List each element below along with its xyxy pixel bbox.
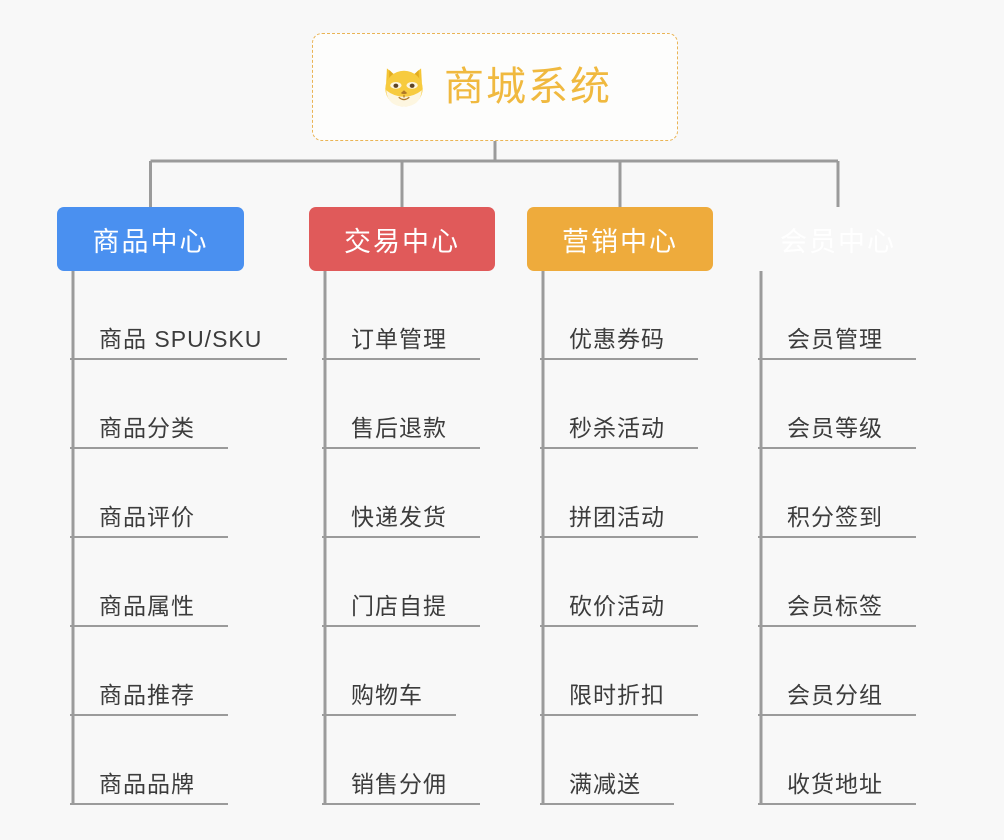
leaf-item[interactable]: 购物车: [309, 627, 495, 716]
leaf-label: 会员标签: [787, 593, 883, 619]
leaf-underline: [322, 358, 480, 360]
leaf-label: 满减送: [569, 771, 641, 797]
leaf-underline: [322, 536, 480, 538]
leaf-label: 商品属性: [99, 593, 195, 619]
leaf-underline: [70, 447, 228, 449]
leaf-label: 商品推荐: [99, 682, 195, 708]
leaf-item[interactable]: 秒杀活动: [527, 360, 713, 449]
leaf-item[interactable]: 售后退款: [309, 360, 495, 449]
leaf-underline: [70, 358, 287, 360]
leaf-underline: [70, 536, 228, 538]
leaf-underline: [540, 625, 698, 627]
leaf-label: 限时折扣: [569, 682, 665, 708]
leaf-underline: [322, 803, 480, 805]
leaf-label: 优惠券码: [569, 326, 665, 352]
branch-header-3[interactable]: 营销中心: [527, 207, 713, 271]
leaf-underline: [758, 625, 916, 627]
branch-column-4: 会员中心会员管理会员等级积分签到会员标签会员分组收货地址: [745, 207, 931, 805]
leaf-item[interactable]: 会员管理: [745, 271, 931, 360]
branch-header-4[interactable]: 会员中心: [780, 226, 896, 257]
leaf-label: 销售分佣: [351, 771, 447, 797]
leaf-underline: [540, 358, 698, 360]
branch-column-3: 营销中心优惠券码秒杀活动拼团活动砍价活动限时折扣满减送: [527, 207, 713, 805]
root-node[interactable]: 商城系统: [312, 33, 678, 141]
leaf-item[interactable]: 商品 SPU/SKU: [57, 271, 287, 360]
branch-column-2: 交易中心订单管理售后退款快递发货门店自提购物车销售分佣: [309, 207, 495, 805]
leaf-underline: [758, 358, 916, 360]
leaf-underline: [322, 447, 480, 449]
leaf-item[interactable]: 快递发货: [309, 449, 495, 538]
leaf-label: 商品评价: [99, 504, 195, 530]
leaf-item[interactable]: 限时折扣: [527, 627, 713, 716]
leaf-label: 商品品牌: [99, 771, 195, 797]
leaf-label: 砍价活动: [569, 593, 665, 619]
leaf-label: 快递发货: [351, 504, 447, 530]
leaf-underline: [322, 625, 480, 627]
leaf-label: 会员管理: [787, 326, 883, 352]
leaf-item[interactable]: 商品属性: [57, 538, 244, 627]
leaf-item[interactable]: 积分签到: [745, 449, 931, 538]
leaf-underline: [70, 803, 228, 805]
leaf-underline: [70, 625, 228, 627]
leaf-label: 拼团活动: [569, 504, 665, 530]
leaf-item[interactable]: 商品分类: [57, 360, 244, 449]
leaf-underline: [758, 536, 916, 538]
leaf-label: 会员等级: [787, 415, 883, 441]
leaf-list: 订单管理售后退款快递发货门店自提购物车销售分佣: [309, 271, 495, 805]
leaf-label: 秒杀活动: [569, 415, 665, 441]
shiba-dog-face-icon: [385, 68, 423, 107]
leaf-underline: [758, 447, 916, 449]
leaf-underline: [540, 447, 698, 449]
leaf-underline: [540, 714, 698, 716]
leaf-label: 门店自提: [351, 593, 447, 619]
leaf-underline: [758, 803, 916, 805]
leaf-underline: [540, 536, 698, 538]
leaf-list: 会员管理会员等级积分签到会员标签会员分组收货地址: [745, 271, 931, 805]
leaf-label: 会员分组: [787, 682, 883, 708]
leaf-item[interactable]: 砍价活动: [527, 538, 713, 627]
leaf-label: 购物车: [351, 682, 423, 708]
leaf-item[interactable]: 订单管理: [309, 271, 495, 360]
leaf-label: 售后退款: [351, 415, 447, 441]
leaf-underline: [322, 714, 456, 716]
leaf-item[interactable]: 商品品牌: [57, 716, 244, 805]
branch-header-1[interactable]: 商品中心: [57, 207, 244, 271]
leaf-item[interactable]: 商品推荐: [57, 627, 244, 716]
leaf-item[interactable]: 会员标签: [745, 538, 931, 627]
leaf-item[interactable]: 商品评价: [57, 449, 244, 538]
leaf-underline: [758, 714, 916, 716]
leaf-label: 订单管理: [351, 326, 447, 352]
leaf-item[interactable]: 收货地址: [745, 716, 931, 805]
leaf-list: 优惠券码秒杀活动拼团活动砍价活动限时折扣满减送: [527, 271, 713, 805]
leaf-item[interactable]: 优惠券码: [527, 271, 713, 360]
root-title: 商城系统: [444, 65, 612, 109]
branch-column-1: 商品中心商品 SPU/SKU 商品分类商品评价商品属性商品推荐商品品牌: [57, 207, 287, 805]
leaf-label: 商品 SPU/SKU: [99, 326, 263, 352]
leaf-item[interactable]: 满减送: [527, 716, 713, 805]
branch-header-2[interactable]: 交易中心: [309, 207, 495, 271]
leaf-underline: [540, 803, 674, 805]
leaf-underline: [70, 714, 228, 716]
leaf-list: 商品 SPU/SKU 商品分类商品评价商品属性商品推荐商品品牌: [57, 271, 287, 805]
leaf-label: 积分签到: [787, 504, 883, 530]
leaf-label: 收货地址: [787, 771, 883, 797]
leaf-label: 商品分类: [99, 415, 195, 441]
leaf-item[interactable]: 门店自提: [309, 538, 495, 627]
leaf-item[interactable]: 销售分佣: [309, 716, 495, 805]
leaf-item[interactable]: 拼团活动: [527, 449, 713, 538]
leaf-item[interactable]: 会员分组: [745, 627, 931, 716]
leaf-item[interactable]: 会员等级: [745, 360, 931, 449]
